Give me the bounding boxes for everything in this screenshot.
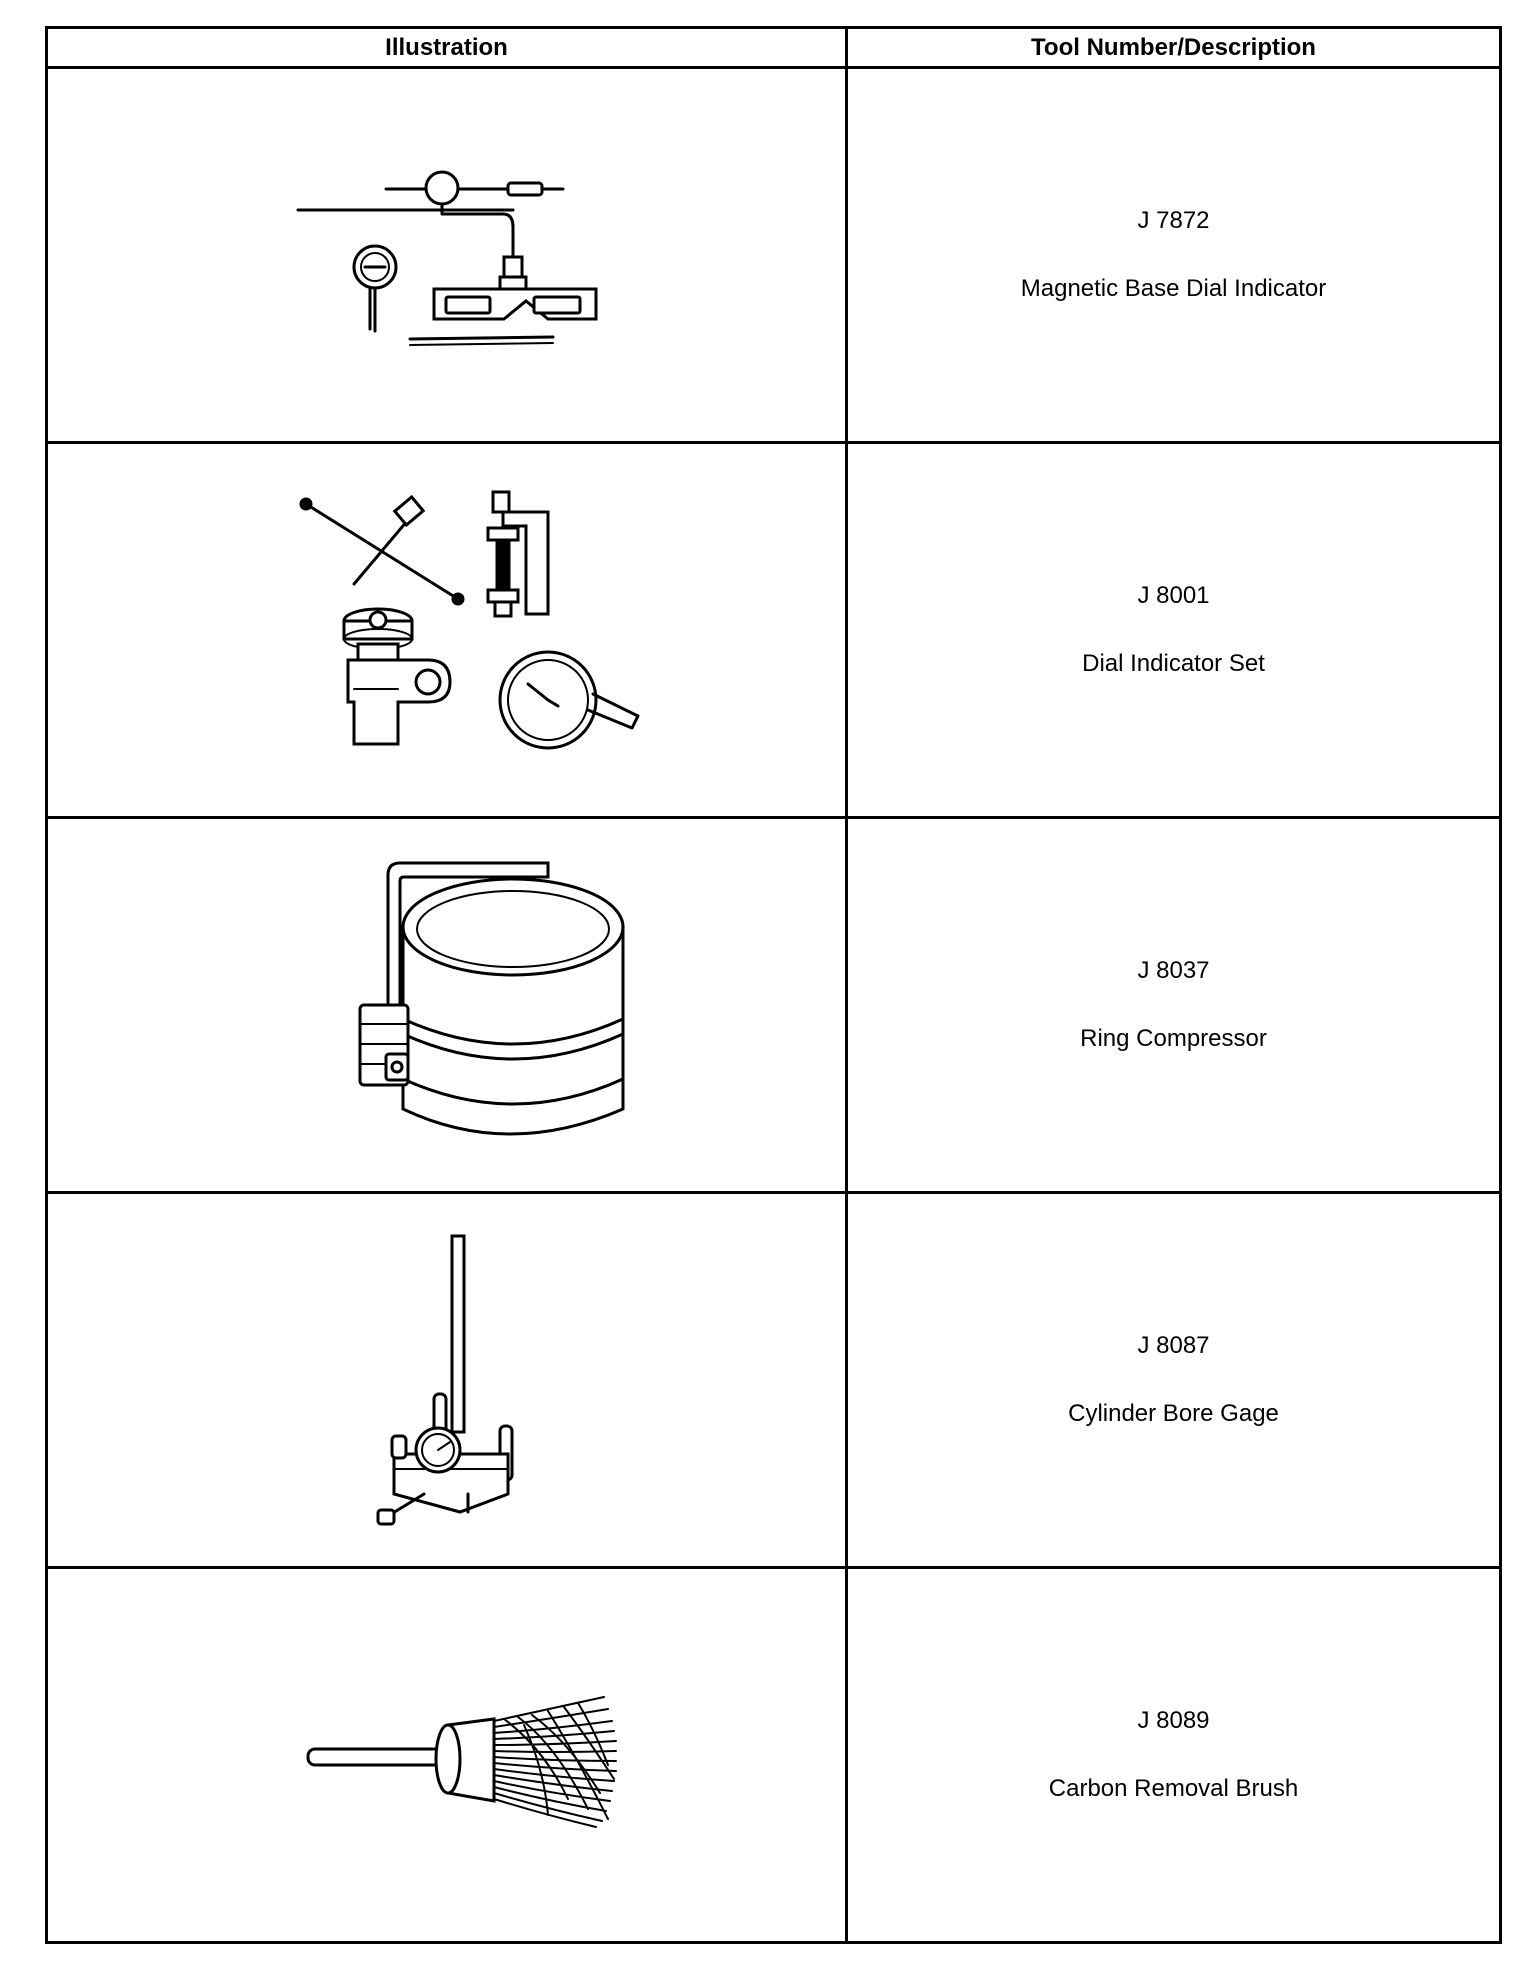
tool-description: Ring Compressor xyxy=(1080,1025,1267,1052)
tool-number: J 8037 xyxy=(1137,957,1210,984)
illustration-cell xyxy=(45,66,848,444)
illustration-cell xyxy=(45,441,848,819)
magnetic-base-dial-indicator-icon xyxy=(296,170,598,346)
tool-number: J 7872 xyxy=(1137,207,1210,234)
special-tools-table: Illustration Tool Number/Description xyxy=(45,26,1502,1944)
illustration-cell xyxy=(45,816,848,1194)
tool-description: Dial Indicator Set xyxy=(1082,650,1265,677)
table-row: J 7872 Magnetic Base Dial Indicator xyxy=(45,66,1502,444)
tool-number: J 8089 xyxy=(1137,1707,1210,1734)
tool-number: J 8087 xyxy=(1137,1332,1210,1359)
illustration-cell xyxy=(45,1191,848,1569)
header-tool-number-description: Tool Number/Description xyxy=(845,26,1502,69)
tool-description: Carbon Removal Brush xyxy=(1048,1775,1299,1802)
description-cell: J 8001 Dial Indicator Set xyxy=(845,441,1502,819)
tool-description: Magnetic Base Dial Indicator xyxy=(1020,275,1327,302)
tool-number: J 8001 xyxy=(1137,582,1210,609)
table-row: J 8087 Cylinder Bore Gage xyxy=(45,1191,1502,1569)
description-cell: J 8087 Cylinder Bore Gage xyxy=(845,1191,1502,1569)
tool-description: Cylinder Bore Gage xyxy=(1068,1400,1279,1427)
table-row: J 8089 Carbon Removal Brush xyxy=(45,1566,1502,1944)
description-cell: J 8089 Carbon Removal Brush xyxy=(845,1566,1502,1944)
cylinder-bore-gage-icon xyxy=(376,1234,514,1526)
dial-indicator-set-icon xyxy=(299,490,640,750)
carbon-removal-brush-icon xyxy=(306,1696,617,1828)
table-header-row: Illustration Tool Number/Description xyxy=(45,26,1502,69)
description-cell: J 7872 Magnetic Base Dial Indicator xyxy=(845,66,1502,444)
table-row: J 8001 Dial Indicator Set xyxy=(45,441,1502,819)
header-illustration: Illustration xyxy=(45,26,848,69)
table-row: J 8037 Ring Compressor xyxy=(45,816,1502,1194)
description-cell: J 8037 Ring Compressor xyxy=(845,816,1502,1194)
illustration-cell xyxy=(45,1566,848,1944)
ring-compressor-icon xyxy=(358,861,625,1136)
